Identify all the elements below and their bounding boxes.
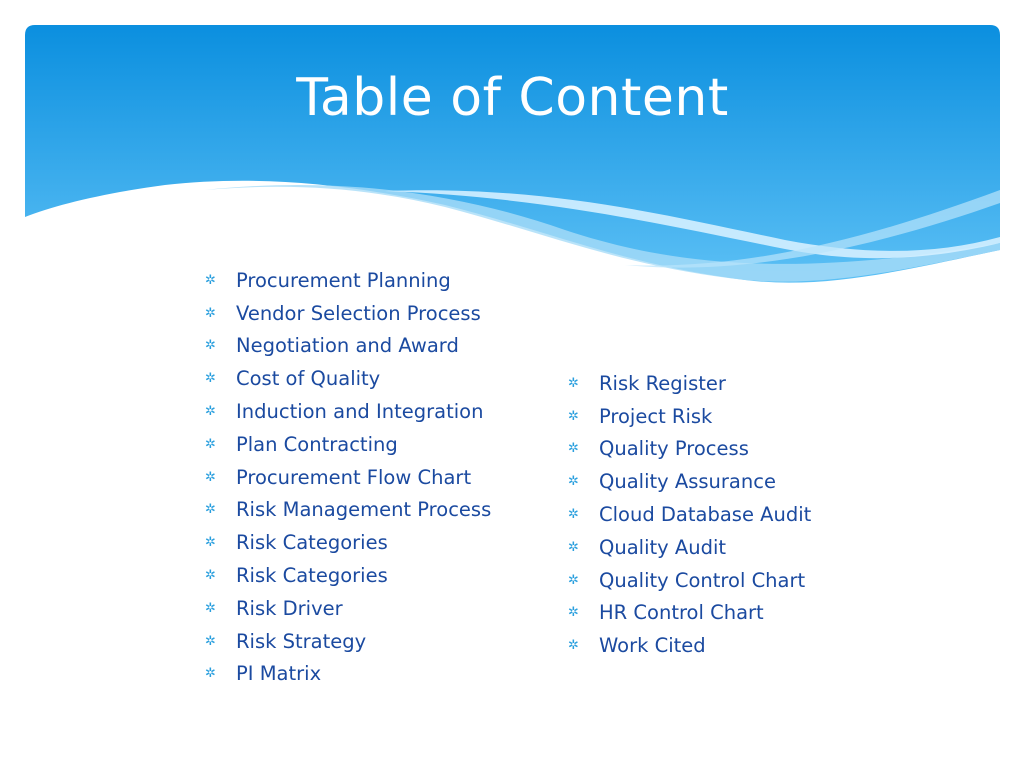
list-item: ✲HR Control Chart bbox=[568, 601, 764, 625]
asterisk-icon: ✲ bbox=[205, 666, 216, 682]
list-item: ✲Project Risk bbox=[568, 404, 713, 428]
asterisk-icon: ✲ bbox=[205, 502, 216, 518]
slide-title: Table of Content bbox=[296, 68, 729, 128]
toc-list-left: ✲Procurement Planning ✲Vendor Selection … bbox=[205, 264, 491, 690]
asterisk-icon: ✲ bbox=[568, 375, 579, 391]
list-item: ✲Risk Strategy bbox=[205, 629, 367, 653]
asterisk-icon: ✲ bbox=[568, 474, 579, 490]
asterisk-icon: ✲ bbox=[568, 408, 579, 424]
asterisk-icon: ✲ bbox=[205, 568, 216, 584]
list-item: ✲Risk Driver bbox=[205, 596, 343, 620]
list-item: ✲Quality Assurance bbox=[568, 470, 776, 494]
list-item: ✲Negotiation and Award bbox=[205, 334, 459, 358]
asterisk-icon: ✲ bbox=[568, 507, 579, 523]
list-item: ✲Risk Categories bbox=[205, 531, 388, 555]
title-banner bbox=[25, 25, 1000, 285]
list-item: ✲Risk Management Process bbox=[205, 498, 492, 522]
asterisk-icon: ✲ bbox=[205, 404, 216, 420]
list-item: ✲Plan Contracting bbox=[205, 432, 398, 456]
list-item: ✲Procurement Flow Chart bbox=[205, 465, 472, 489]
list-item: ✲PI Matrix bbox=[205, 662, 322, 686]
list-item: ✲Work Cited bbox=[568, 634, 706, 658]
toc-list-right: ✲Risk Register ✲Project Risk ✲Quality Pr… bbox=[568, 367, 811, 662]
list-item: ✲Quality Audit bbox=[568, 535, 727, 559]
asterisk-icon: ✲ bbox=[568, 441, 579, 457]
asterisk-icon: ✲ bbox=[568, 605, 579, 621]
list-item: ✲Procurement Planning bbox=[205, 268, 451, 292]
asterisk-icon: ✲ bbox=[205, 272, 216, 288]
list-item: ✲Risk Register bbox=[568, 371, 726, 395]
asterisk-icon: ✲ bbox=[205, 600, 216, 616]
asterisk-icon: ✲ bbox=[568, 572, 579, 588]
asterisk-icon: ✲ bbox=[205, 436, 216, 452]
wave-banner-graphic bbox=[25, 25, 1000, 283]
list-item: ✲Cloud Database Audit bbox=[568, 503, 812, 527]
asterisk-icon: ✲ bbox=[568, 638, 579, 654]
list-item: ✲Cost of Quality bbox=[205, 367, 381, 391]
asterisk-icon: ✲ bbox=[205, 371, 216, 387]
list-item: ✲Induction and Integration bbox=[205, 400, 484, 424]
list-item: ✲Quality Control Chart bbox=[568, 568, 806, 592]
asterisk-icon: ✲ bbox=[568, 539, 579, 555]
list-item: ✲Risk Categories bbox=[205, 564, 388, 588]
asterisk-icon: ✲ bbox=[205, 535, 216, 551]
asterisk-icon: ✲ bbox=[205, 305, 216, 321]
asterisk-icon: ✲ bbox=[205, 633, 216, 649]
asterisk-icon: ✲ bbox=[205, 469, 216, 485]
asterisk-icon: ✲ bbox=[205, 338, 216, 354]
list-item: ✲Quality Process bbox=[568, 437, 749, 461]
list-item: ✲Vendor Selection Process bbox=[205, 301, 481, 325]
